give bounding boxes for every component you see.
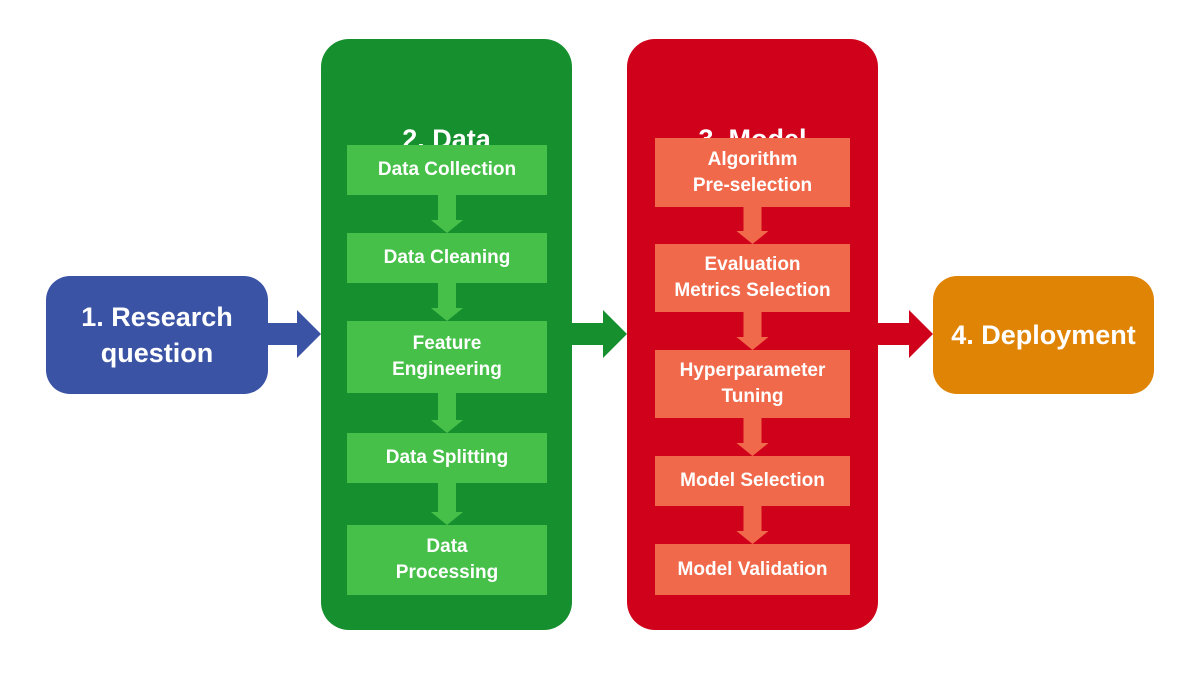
deployment-stage: 4. Deployment	[933, 276, 1154, 394]
research-question-stage: 1. Research question	[46, 276, 268, 394]
model-step-box: Algorithm Pre-selection	[655, 138, 850, 207]
data-step-box: Data Processing	[347, 525, 547, 595]
model-step-box: Evaluation Metrics Selection	[655, 244, 850, 312]
data-step-box: Feature Engineering	[347, 321, 547, 393]
data-step-box: Data Splitting	[347, 433, 547, 483]
model-step-box: Hyperparameter Tuning	[655, 350, 850, 418]
right-arrow-icon	[268, 310, 321, 358]
model-step-box: Model Selection	[655, 456, 850, 506]
right-arrow-icon	[878, 310, 933, 358]
right-arrow-icon	[572, 310, 627, 358]
model-step-box: Model Validation	[655, 544, 850, 595]
model-column: 3. Model Algorithm Pre-selectionEvaluati…	[627, 39, 878, 630]
data-step-box: Data Collection	[347, 145, 547, 195]
data-step-box: Data Cleaning	[347, 233, 547, 283]
